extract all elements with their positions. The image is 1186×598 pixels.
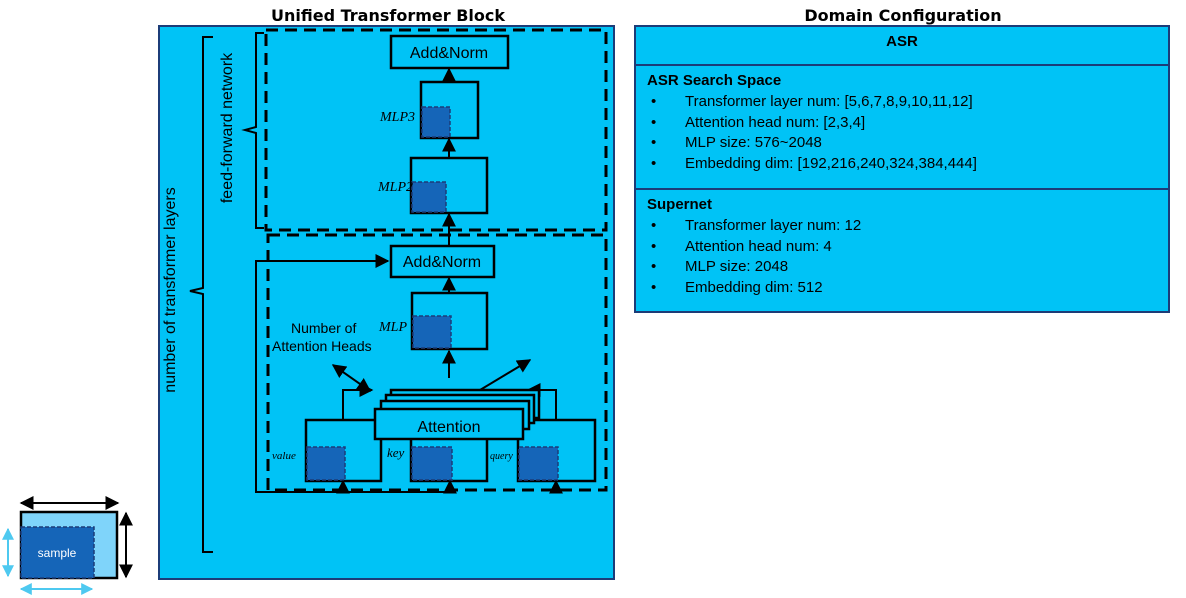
mlp3-label: MLP3: [379, 110, 415, 125]
add-norm-bottom: [389, 244, 496, 279]
list-item: MLP size: 576~2048: [647, 133, 1168, 154]
supernet-section: Supernet Transformer layer num: 12 Atten…: [636, 190, 1168, 298]
supernet-list: Transformer layer num: 12 Attention head…: [647, 216, 1168, 298]
domain-config-table: ASR ASR Search Space Transformer layer n…: [634, 25, 1170, 313]
config-header: ASR: [636, 27, 1168, 66]
heads-label-line1: Number of: [291, 320, 356, 336]
list-item: Transformer layer num: [5,6,7,8,9,10,11,…: [647, 92, 1168, 113]
ffn-group: [264, 28, 608, 232]
attention-head-1: [373, 407, 525, 441]
search-space-section: ASR Search Space Transformer layer num: …: [636, 66, 1168, 190]
value-label: value: [272, 450, 296, 462]
legend-sample-label: sample: [38, 546, 77, 560]
attention-group: [266, 233, 608, 492]
diagram-title: Unified Transformer Block: [271, 6, 505, 25]
layers-label: number of transformer layers: [162, 187, 179, 392]
ffn-label: feed-forward network: [219, 52, 236, 203]
heads-label-line2: Attention Heads: [272, 338, 372, 354]
value-to-attention: [342, 383, 374, 420]
list-item: Attention head num: 4: [647, 237, 1168, 258]
list-item: MLP size: 2048: [647, 257, 1168, 278]
attention-label: Attention: [417, 419, 480, 436]
mlp2-label: MLP2: [377, 180, 413, 195]
legend-sample-block: [20, 526, 95, 579]
layers-brace: [189, 36, 213, 553]
list-item: Embedding dim: [192,216,240,324,384,444]: [647, 154, 1168, 175]
mlp3-active-block: [421, 106, 451, 138]
supernet-title: Supernet: [647, 196, 713, 213]
query-label: query: [490, 451, 513, 462]
residual-connection: [255, 254, 450, 493]
query-active-block: [518, 446, 559, 481]
mlp2-active-block: [411, 181, 447, 213]
transformer-panel: [158, 25, 615, 580]
list-item: Embedding dim: 512: [647, 278, 1168, 299]
add-norm-top: [389, 34, 510, 70]
attention-output-arrow: [474, 359, 532, 394]
mlp-label: MLP: [378, 320, 407, 335]
ffn-brace: [241, 32, 264, 229]
add-norm-bottom-label: Add&Norm: [403, 254, 481, 271]
value-active-block: [306, 446, 346, 481]
list-item: Transformer layer num: 12: [647, 216, 1168, 237]
key-label: key: [387, 445, 405, 460]
list-item: Attention head num: [2,3,4]: [647, 113, 1168, 134]
mlp-active-block: [412, 315, 452, 349]
key-active-block: [411, 446, 453, 481]
add-norm-top-label: Add&Norm: [410, 45, 488, 62]
config-title: Domain Configuration: [804, 6, 1001, 25]
search-space-title: ASR Search Space: [647, 72, 782, 89]
search-space-list: Transformer layer num: [5,6,7,8,9,10,11,…: [647, 92, 1168, 174]
